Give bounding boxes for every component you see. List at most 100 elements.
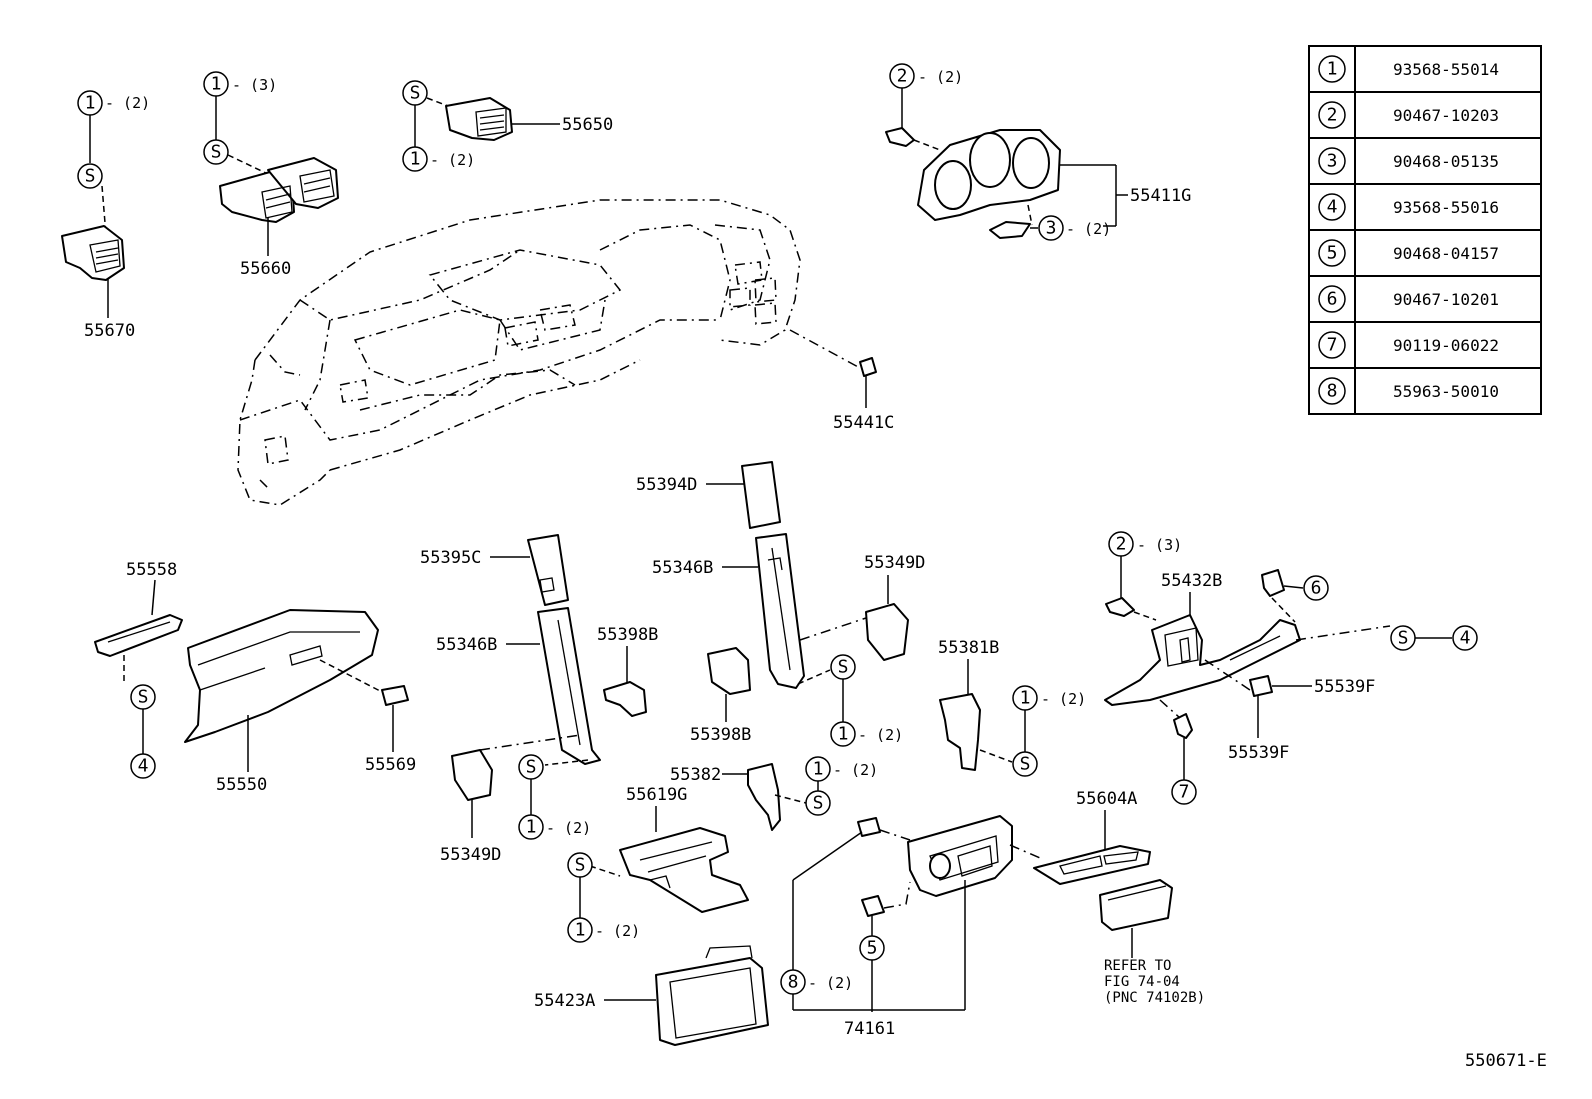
table-part-number: 93568-55014	[1393, 60, 1499, 79]
part-label-55432B: 55432B	[1161, 571, 1222, 591]
part-label-55569: 55569	[365, 755, 416, 775]
callout-1-text: 1	[211, 74, 222, 95]
table-key: 8	[1327, 381, 1338, 402]
table-key: 1	[1327, 59, 1338, 80]
panel-55604A-part	[1033, 845, 1151, 885]
table-key: 4	[1327, 197, 1338, 218]
callout-2-text: 2	[1116, 534, 1127, 555]
vent-55650-part	[445, 97, 513, 141]
center-left-panels: 55395C 55346B 55398B 55349D S 1 - (2)	[420, 534, 658, 865]
part-label-74161: 74161	[844, 1019, 895, 1039]
screw-7-part	[1173, 713, 1193, 739]
bracket-55382-part	[747, 763, 781, 831]
box-55619G-part	[619, 827, 749, 913]
part-label-55349D-top: 55349D	[864, 553, 925, 573]
callout-s-text: S	[1398, 628, 1409, 649]
table-part-number: 93568-55016	[1393, 198, 1499, 217]
bracket-55349D-bottom-part	[451, 749, 493, 801]
clip-55539F-part	[1249, 675, 1273, 697]
clip-6-part	[1261, 569, 1285, 597]
callout-s-text: S	[211, 142, 222, 163]
table-row: 4 93568-55016	[1318, 193, 1499, 221]
clip-55441C-part	[859, 357, 877, 377]
glovebox-group: 55558 S 4 55550 55569	[94, 560, 416, 795]
callout-1	[402, 146, 428, 172]
qty-label: - (3)	[1137, 536, 1182, 554]
callout-s	[77, 163, 103, 189]
callout-1	[830, 721, 856, 747]
qty-label: - (3)	[232, 76, 277, 94]
panel-55395C-part	[527, 534, 569, 606]
part-label-55349D-bottom: 55349D	[440, 845, 501, 865]
bumper-55569-part	[381, 685, 409, 706]
callout-1-text: 1	[85, 93, 96, 114]
qty-label: - (2)	[595, 922, 640, 940]
parts-table: 1 93568-55014 2 90467-10203 3 90468-0513…	[1308, 45, 1542, 415]
center-panels: 55394D 55346B 55398B 55349D S 1 - (2)	[636, 461, 925, 747]
part-label-55558: 55558	[126, 560, 177, 580]
panel-55394D-part	[741, 461, 781, 529]
part-label-55398B-right: 55398B	[597, 625, 658, 645]
table-part-number: 90119-06022	[1393, 336, 1499, 355]
callout-8	[780, 969, 806, 995]
part-label-55394D: 55394D	[636, 475, 697, 495]
bracket-55381B-part	[939, 693, 981, 771]
figure-id: 550671-E	[1465, 1051, 1547, 1071]
callout-1	[518, 814, 544, 840]
callout-s	[203, 139, 229, 165]
qty-label: - (2)	[858, 726, 903, 744]
clip-3-part	[989, 221, 1031, 239]
qty-label: - (2)	[918, 68, 963, 86]
panel-55432B-part	[1104, 614, 1301, 706]
callout-3	[1038, 215, 1064, 241]
table-row: 6 90467-10201	[1318, 285, 1499, 313]
panel-55346B-top-part	[755, 533, 805, 689]
table-part-number: 90468-05135	[1393, 152, 1499, 171]
clip-2-part	[1105, 597, 1135, 617]
callout-s-text: S	[138, 687, 149, 708]
clip-2-part	[885, 127, 915, 147]
callout-6	[1303, 575, 1329, 601]
lower-right-panel: 2 - (3) 55432B 6 S 4 55539F 55539F 7	[1104, 531, 1478, 805]
callout-1-text: 1	[410, 149, 421, 170]
part-label-55441C: 55441C	[833, 413, 894, 433]
clip-8-part	[857, 817, 881, 837]
callout-5-text: 5	[867, 938, 878, 959]
glove-box-door-part	[184, 609, 379, 743]
bracket-55398B-left-part	[707, 647, 751, 695]
part-label-55423A: 55423A	[534, 991, 595, 1011]
table-part-number: 90467-10201	[1393, 290, 1499, 309]
qty-label: - (2)	[1066, 220, 1111, 238]
callout-4	[130, 753, 156, 779]
bracket-55349D-top-part	[865, 603, 909, 661]
callout-1	[1012, 685, 1038, 711]
center-right: 55381B S 1 - (2) 5 8 - (2) 74161 55604A	[780, 638, 1205, 1039]
callout-7	[1171, 779, 1197, 805]
part-label-55650: 55650	[562, 115, 613, 135]
callout-4-text: 4	[1460, 628, 1471, 649]
callout-1-text: 1	[575, 920, 586, 941]
callout-s-text: S	[575, 855, 586, 876]
callout-8-text: 8	[788, 972, 799, 993]
callout-s-text: S	[838, 657, 849, 678]
bracket-55398B-right-part	[603, 681, 647, 717]
part-label-55550: 55550	[216, 775, 267, 795]
vent-55660-group: 1 - (3) S 55660	[203, 71, 339, 279]
part-label-55539F-bottom: 55539F	[1228, 743, 1289, 763]
callout-s-text: S	[1020, 754, 1031, 775]
center-lower: 55619G S 1 - (2) 55382 S 1 - (2) 55423A	[534, 756, 878, 1046]
callout-4	[1452, 625, 1478, 651]
callout-s-text: S	[85, 166, 96, 187]
callout-6-text: 6	[1311, 578, 1322, 599]
part-label-55411G: 55411G	[1130, 186, 1191, 206]
vent-55670-group: 1 - (2) S 55670	[61, 90, 150, 341]
table-part-number: 90468-04157	[1393, 244, 1499, 263]
table-row: 2 90467-10203	[1318, 101, 1499, 129]
table-row: 7 90119-06022	[1318, 331, 1499, 359]
table-part-number: 90467-10203	[1393, 106, 1499, 125]
part-label-55604A: 55604A	[1076, 789, 1137, 809]
qty-label: - (2)	[430, 151, 475, 169]
table-row: 8 55963-50010	[1318, 377, 1499, 405]
callout-1-text: 1	[526, 817, 537, 838]
